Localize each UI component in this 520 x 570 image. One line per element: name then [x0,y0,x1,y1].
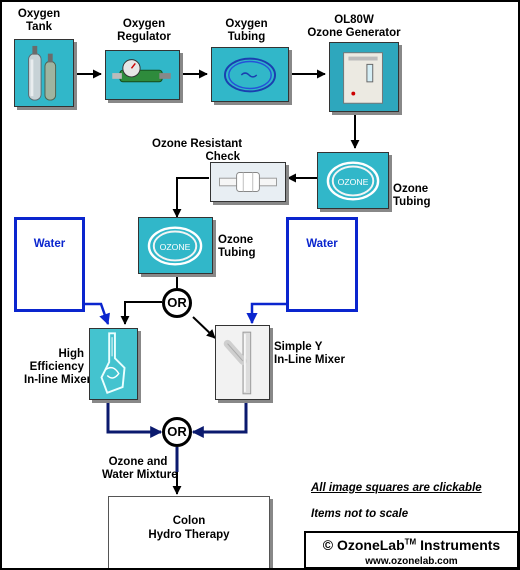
check-valve-icon [219,172,277,192]
arrow-valve-to-tubing [172,177,209,218]
arrow-water-left-to-mixer [84,302,110,326]
simple-y-mixer-label: Simple Y In-Line Mixer [274,341,345,366]
brand-box: © OzoneLabTM Instruments www.ozonelab.co… [304,531,518,568]
or-circle-bottom: OR [162,417,192,447]
check-valve-image[interactable] [210,162,286,202]
water-left-label: Water [33,238,66,250]
oxygen-regulator-label: Oxygen Regulator [117,18,171,43]
simple-y-mixer-image[interactable] [215,325,270,400]
ozone-tubing-right-label: Ozone Tubing [393,183,431,208]
ozone-tubing-right-image[interactable]: OZONE [317,152,389,209]
high-efficiency-mixer-image[interactable] [89,328,138,400]
line-he-mixer-to-or [106,400,163,438]
scale-note: Items not to scale [311,508,409,520]
oxygen-tubing-label: Oxygen Tubing [225,18,268,43]
svg-text:OZONE: OZONE [338,177,369,187]
ozone-tubing-center-image[interactable]: OZONE [138,217,213,274]
svg-text:OZONE: OZONE [160,242,191,252]
regulator-icon [112,59,171,83]
brand-url[interactable]: www.ozonelab.com [365,556,458,567]
mixture-label: Ozone and Water Mixture [102,456,178,481]
water-right-label: Water [306,238,338,250]
line-y-mixer-to-or [191,400,248,438]
or-circle-top: OR [162,288,192,318]
tubing-coil-icon [223,57,277,93]
y-mixer-icon [223,331,252,395]
ozone-generator-label: OL80W Ozone Generator [307,14,401,39]
water-right-box[interactable]: Water [286,217,358,312]
inline-mixer-icon [100,332,126,395]
ozone-generator-icon [343,52,383,104]
high-efficiency-mixer-label: High Efficiency In-line Mixer [24,348,92,386]
water-left-box[interactable]: Water [14,217,85,312]
oxygen-tubing-image[interactable] [211,47,289,102]
colon-hydro-therapy-label: Colon Hydro Therapy [148,515,230,541]
ozone-tubing-center-label: Ozone Tubing [218,234,256,259]
brand-name: © OzoneLabTM Instruments [322,537,501,553]
colon-hydro-therapy-box[interactable]: Colon Hydro Therapy [108,496,270,568]
oxygen-tank-icon [28,45,57,101]
tubing-coil-icon: OZONE [326,161,380,201]
ozone-generator-image[interactable] [329,42,399,112]
tubing-coil-icon: OZONE [147,226,203,266]
arrow-water-right-to-mixer [246,302,289,325]
arrow-or-to-y-mixer [192,316,216,339]
oxygen-tank-label: Oxygen Tank [17,8,61,33]
oxygen-regulator-image[interactable] [105,50,180,100]
arrow-or-to-he-mixer [120,301,162,325]
clickable-note: All image squares are clickable [311,482,482,494]
oxygen-tank-image[interactable] [14,39,74,107]
